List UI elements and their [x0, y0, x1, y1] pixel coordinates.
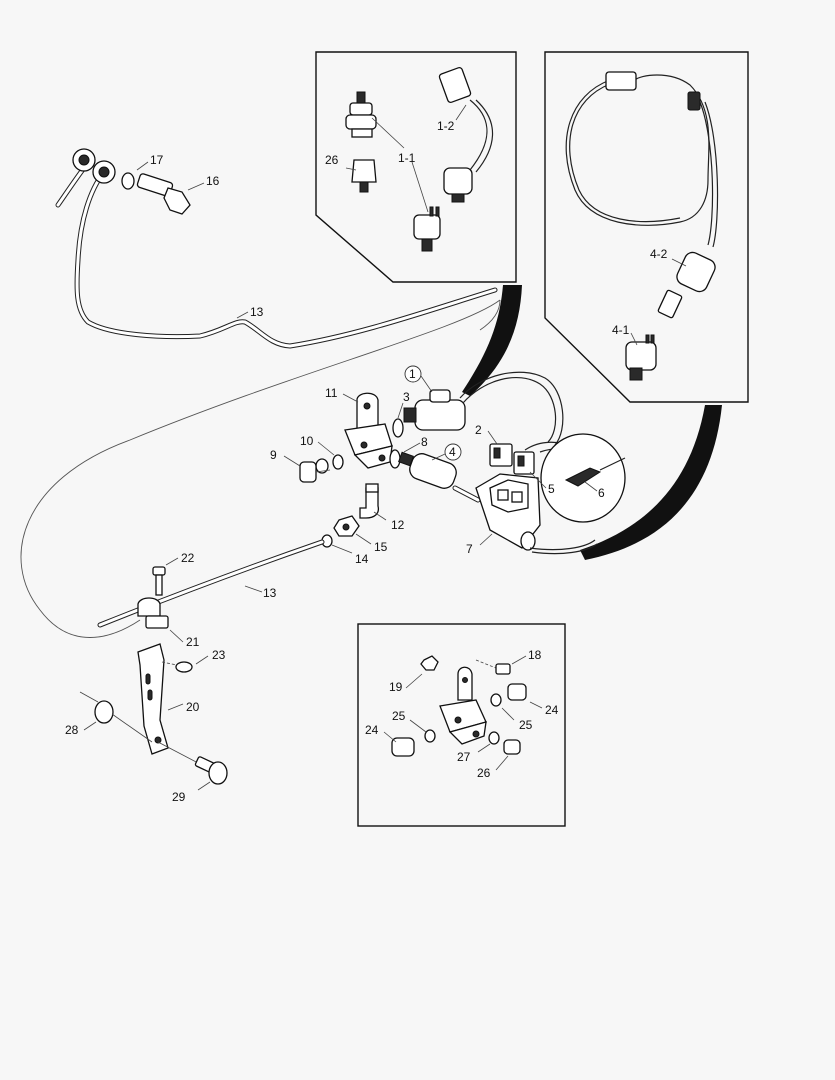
bolt-22: [152, 566, 166, 596]
pipe-13-lower: [97, 539, 325, 628]
callout-4: 4: [449, 445, 456, 459]
callout-18: 18: [528, 648, 542, 662]
connector-harness-1-2: [438, 66, 494, 203]
washer-25-right: [490, 693, 502, 707]
washer-10: [332, 454, 344, 470]
inset-4-pointer: [580, 405, 722, 560]
callout-21: 21: [186, 635, 200, 649]
adaptor-26: [351, 159, 377, 193]
nut-15: [333, 515, 360, 537]
bolt-9: [299, 461, 331, 483]
callout-1-2: 1-2: [437, 119, 455, 133]
callout-14: 14: [355, 552, 369, 566]
callout-circle-4: [444, 443, 462, 461]
callout-1: 1: [409, 367, 416, 381]
sensor-4-2: [657, 251, 716, 319]
inset-switch-detail: 1-1 1-2 26: [315, 51, 517, 283]
callout-25-left: 25: [392, 709, 406, 723]
bolt-26: [503, 739, 521, 755]
callout-6: 6: [598, 486, 605, 500]
callout-4-2: 4-2: [650, 247, 668, 261]
bolt-18: [495, 663, 511, 675]
banjo-bolt-16: [136, 173, 191, 215]
callout-25-right: 25: [519, 718, 533, 732]
callout-20: 20: [186, 700, 200, 714]
callout-24-right: 24: [545, 703, 559, 717]
callout-24-left: 24: [365, 723, 379, 737]
bolt-29: [194, 756, 228, 785]
washer-17: [121, 172, 135, 190]
pressure-switch-1-1-top: [345, 91, 377, 138]
callout-26-inset: 26: [325, 153, 339, 167]
terminal-detail-6: [540, 433, 626, 523]
bracket-11: [344, 392, 393, 469]
bracket-20: [137, 643, 169, 755]
washer-27: [488, 731, 500, 745]
callout-29: 29: [172, 790, 186, 804]
connector-2: [489, 443, 513, 467]
callout-17: 17: [150, 153, 164, 167]
housing-7: [475, 473, 541, 551]
inset-block-detail: 19 18 24 25 25 24 27 26: [357, 623, 566, 827]
callout-3: 3: [403, 390, 410, 404]
callout-circle-1: [404, 365, 422, 383]
callout-11: 11: [325, 386, 338, 400]
callout-10: 10: [300, 434, 314, 448]
callout-13-upper: 13: [250, 305, 264, 319]
inset-1-pointer: [462, 285, 522, 396]
callout-26-block: 26: [477, 766, 491, 780]
nut-19: [420, 655, 439, 671]
callout-15: 15: [374, 540, 388, 554]
callout-13-lower: 13: [263, 586, 277, 600]
washer-25-left: [424, 729, 436, 743]
nut-23: [175, 661, 193, 673]
elbow-12: [359, 483, 380, 519]
clamp-21: [137, 597, 169, 629]
callout-12: 12: [391, 518, 405, 532]
pressure-switch-1: [403, 389, 466, 431]
callout-9: 9: [270, 448, 277, 462]
bushing-28: [94, 700, 114, 724]
callout-22: 22: [181, 551, 195, 565]
outline-loop: [20, 299, 501, 638]
outline-loop-2: [479, 299, 501, 331]
bolt-24-right: [507, 683, 527, 701]
sensor-4: [398, 451, 481, 503]
inline-connector: [605, 71, 637, 91]
callout-5: 5: [548, 482, 555, 496]
bolt-24-left: [391, 737, 415, 757]
pipe-13-upper: [55, 148, 498, 349]
callout-28: 28: [65, 723, 79, 737]
sensor-cable-loop: [565, 74, 710, 226]
callout-1-1: 1-1: [398, 151, 416, 165]
callout-19: 19: [389, 680, 403, 694]
callout-16: 16: [206, 174, 220, 188]
callout-2: 2: [475, 423, 482, 437]
washer-8: [389, 449, 401, 469]
pressure-switch-4-1: [625, 334, 657, 381]
callout-23: 23: [212, 648, 226, 662]
washer-3: [392, 418, 404, 438]
pressure-switch-1-1-bottom: [413, 206, 441, 252]
callout-4-1: 4-1: [612, 323, 630, 337]
callout-7: 7: [466, 542, 473, 556]
inset-sensor-detail: 4-2 4-1: [544, 51, 749, 403]
callout-27: 27: [457, 750, 471, 764]
callout-8: 8: [421, 435, 428, 449]
